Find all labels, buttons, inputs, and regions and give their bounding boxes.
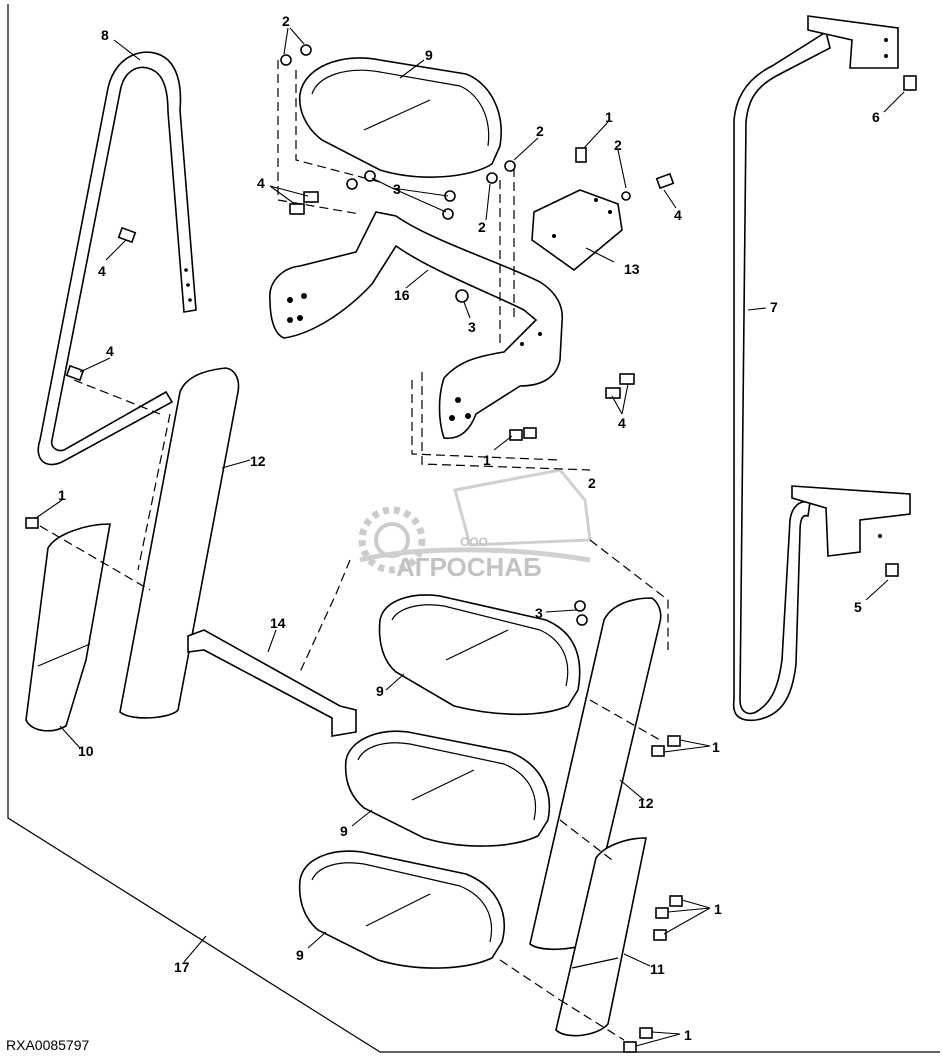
lower-plate-right xyxy=(555,837,647,1037)
callout-11: 11 xyxy=(650,961,665,977)
callout-1: 1 xyxy=(714,901,722,917)
callout-4: 4 xyxy=(618,415,626,431)
callout-3: 3 xyxy=(535,605,543,621)
callout-12: 12 xyxy=(250,453,266,469)
callout-9: 9 xyxy=(376,683,384,699)
watermark-brand: АГРОСНАБ xyxy=(396,552,542,582)
lower-plate-left xyxy=(25,523,111,732)
callout-1: 1 xyxy=(483,452,491,468)
callout-2: 2 xyxy=(282,13,290,29)
callout-5: 5 xyxy=(854,599,862,615)
watermark: ООО АГРОСНАБ xyxy=(358,468,592,582)
watermark-prefix: ООО xyxy=(460,535,488,549)
leader-lines xyxy=(35,27,905,1047)
handrail-right xyxy=(732,15,911,722)
callout-6: 6 xyxy=(872,109,880,125)
callout-7: 7 xyxy=(770,299,778,315)
callout-17: 17 xyxy=(174,959,190,975)
support-bar xyxy=(187,629,357,737)
callout-4: 4 xyxy=(106,343,114,359)
handrail-left xyxy=(37,51,197,466)
callout-9: 9 xyxy=(296,947,304,963)
callout-10: 10 xyxy=(78,743,94,759)
callout-13: 13 xyxy=(624,261,640,277)
step-top xyxy=(298,57,502,178)
callout-2: 2 xyxy=(614,137,622,153)
callout-9: 9 xyxy=(425,47,433,63)
reference-code: RXA0085797 xyxy=(6,1037,90,1053)
assembly-lines xyxy=(39,60,669,1041)
fasteners xyxy=(25,44,917,1053)
callout-1: 1 xyxy=(605,109,613,125)
callouts: 8 2 9 1 2 2 4 3 2 4 13 16 3 4 4 4 1 12 1… xyxy=(58,13,880,1043)
step-4 xyxy=(298,850,506,969)
callout-3: 3 xyxy=(468,319,476,335)
callout-3: 3 xyxy=(393,181,401,197)
callout-14: 14 xyxy=(270,615,286,631)
callout-2: 2 xyxy=(478,219,486,235)
callout-2: 2 xyxy=(536,123,544,139)
side-plate-left xyxy=(119,367,240,719)
callout-1: 1 xyxy=(712,739,720,755)
angle-bracket xyxy=(531,189,623,272)
callout-9: 9 xyxy=(340,823,348,839)
callout-16: 16 xyxy=(394,287,410,303)
callout-2: 2 xyxy=(588,475,596,491)
step-3 xyxy=(344,730,551,847)
callout-1: 1 xyxy=(684,1027,692,1043)
frame-outline xyxy=(7,4,940,1053)
step-2 xyxy=(378,594,581,716)
callout-4: 4 xyxy=(98,263,106,279)
callout-1: 1 xyxy=(58,487,66,503)
side-plate-right xyxy=(529,597,662,951)
callout-4: 4 xyxy=(674,207,682,223)
callout-12: 12 xyxy=(638,795,654,811)
callout-4: 4 xyxy=(257,175,265,191)
callout-8: 8 xyxy=(101,27,109,43)
upper-bracket xyxy=(269,211,564,439)
